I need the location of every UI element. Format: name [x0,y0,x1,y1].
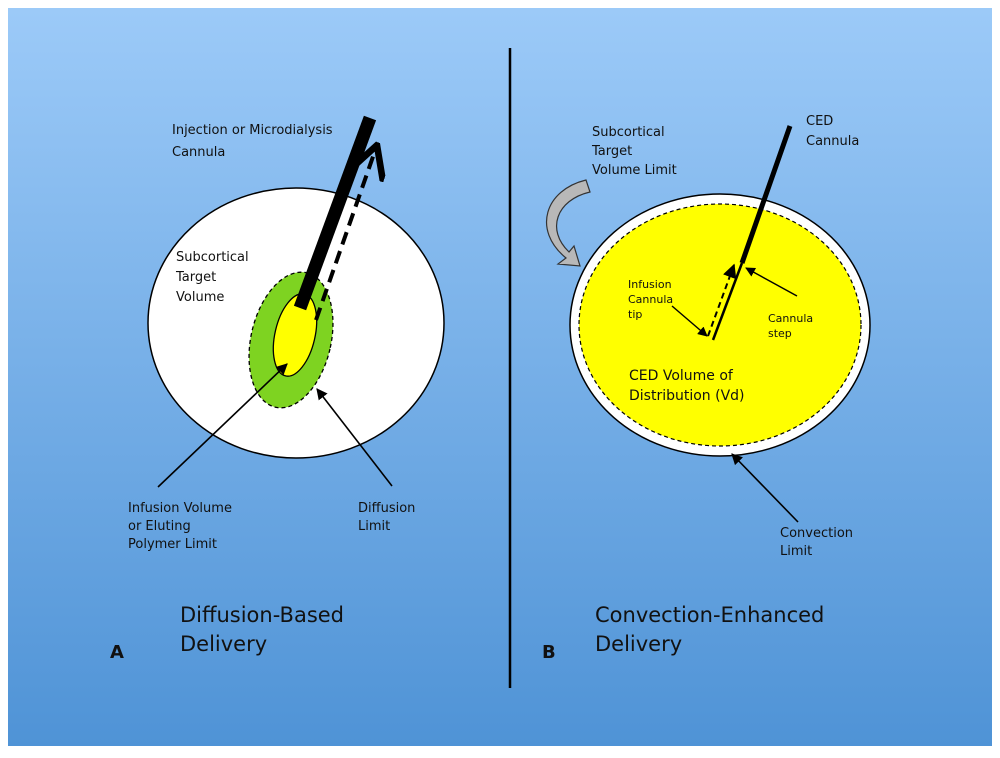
ced-volume-label: CED Volume of Distribution (Vd) [629,368,745,404]
tip-dashed-arrow [707,263,737,337]
ced-cannula-step [711,262,744,341]
diffusion-limit-label: Diffusion Limit [358,501,420,534]
ced-cannula [739,125,793,264]
diffusion-pointer-arrow [316,388,393,487]
target-volume-label-a: Subcortical Target Volume [175,250,253,305]
cannula-step-label: Cannula step [768,312,817,340]
target-volume-label-b: Subcortical Target Volume Limit [591,125,677,178]
panel-a-title: Diffusion-Based Delivery [180,603,351,656]
panel-b-title: Convection-Enhanced Delivery [595,603,831,656]
panel-a-letter: A [110,642,124,663]
panel-b: CED Cannula Subcortical Target Volume Li… [542,114,871,663]
tip-pointer-arrow [671,305,708,337]
cannula-label-b: CED Cannula [806,114,859,149]
withdrawal-arrow [314,148,376,321]
infusion-volume-label: Infusion Volume or Eluting Polymer Limit [128,501,236,552]
convection-limit-label: Convection Limit [780,526,857,559]
step-pointer-arrow [745,267,798,297]
infusion-tip-label: Infusion Cannula tip [628,278,677,321]
convection-pointer-arrow [731,453,799,523]
ced-volume-ellipse [578,203,862,447]
panel-b-letter: B [542,642,556,663]
infusion-pointer-arrow [157,363,288,488]
curved-volume-arrow [546,179,591,267]
panel-a: Injection or Microdialysis Cannula Subco… [110,115,445,663]
cannula-label-a: Injection or Microdialysis Cannula [172,123,337,160]
